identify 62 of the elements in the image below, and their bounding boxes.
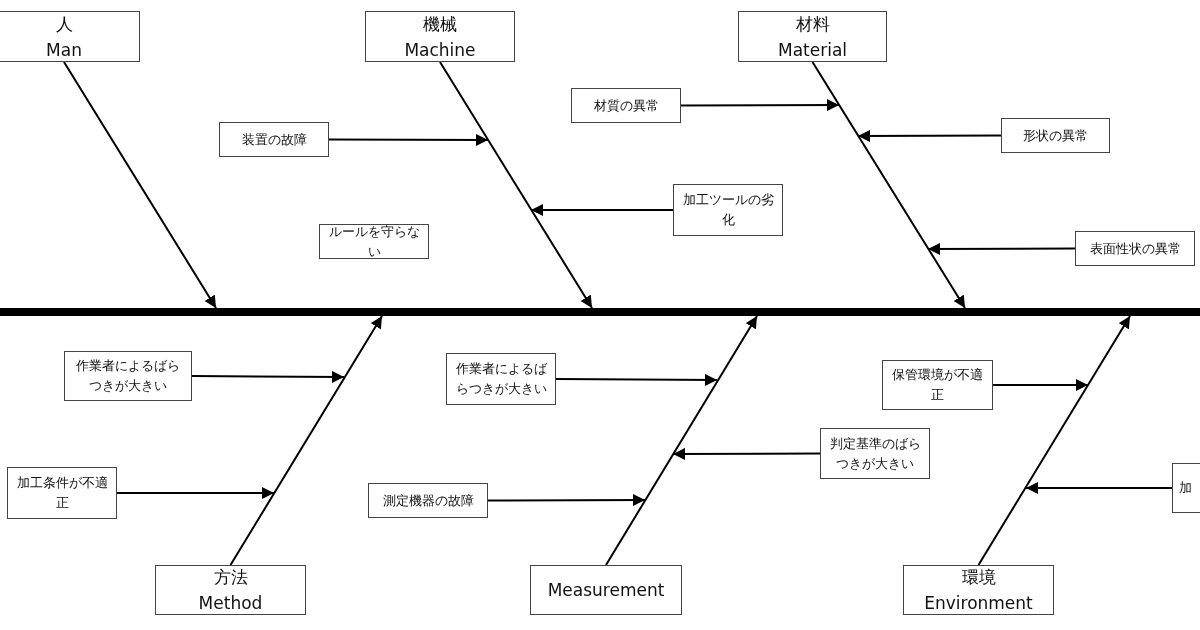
cause-text: 加工条件が不適正 (15, 474, 109, 512)
category-label: 材料 (795, 12, 830, 36)
category-box (738, 11, 887, 62)
cause-text: 保管環境が不適正 (891, 366, 984, 404)
cause-box (1075, 231, 1195, 266)
arrow (116, 487, 275, 499)
arrow (992, 379, 1089, 391)
category-label: Machine (404, 38, 476, 62)
arrow (530, 204, 674, 216)
arrow (857, 129, 1002, 142)
cause-box (64, 351, 192, 401)
bone-arrow (977, 315, 1131, 566)
category-box (155, 565, 306, 615)
category-label: Material (777, 38, 848, 62)
cause-box (368, 483, 488, 518)
arrow (680, 99, 840, 112)
cause-text: 作業者によるばらつきが大きい (75, 357, 181, 395)
cause-text: 加 (1178, 479, 1192, 497)
bone-arrow (439, 61, 593, 309)
cause-text: 表面性状の異常 (1088, 239, 1182, 258)
category-label: Man (46, 38, 82, 62)
cause-text: 形状の異常 (1022, 126, 1089, 145)
category-label: 環境 (961, 566, 996, 589)
arrow (927, 242, 1076, 255)
cause-box (673, 184, 783, 236)
cause-text: 装置の故障 (240, 130, 308, 149)
arrow (328, 133, 489, 146)
arrow (487, 494, 646, 507)
arrow (672, 447, 821, 460)
cause-box (1172, 463, 1200, 513)
bone-arrow (229, 315, 383, 566)
cause-box (820, 428, 930, 479)
cause-box (7, 467, 117, 519)
cause-text: 測定機器の故障 (381, 491, 475, 510)
category-box (903, 565, 1054, 615)
category-box (530, 565, 682, 615)
bone-arrow (811, 61, 966, 309)
cause-box (446, 353, 556, 405)
cause-box (219, 122, 329, 157)
category-label: 人 (55, 12, 73, 36)
cause-text: ルールを守らない (327, 222, 421, 261)
bone-arrow (605, 315, 758, 566)
spine-bar (0, 308, 1200, 316)
category-label: Environment (924, 592, 1033, 615)
arrow (191, 370, 345, 383)
cause-box (1001, 118, 1110, 153)
category-box (365, 11, 515, 62)
bone-arrow (63, 61, 217, 309)
category-label: Method (198, 592, 263, 615)
category-label: 方法 (213, 566, 248, 589)
cause-text: 作業者によるばらつきが大きい (454, 360, 548, 398)
cause-box (571, 88, 681, 123)
arrow (555, 373, 718, 386)
cause-text: 判定基準のばらつきが大きい (828, 434, 922, 473)
cause-text: 加工ツールの劣化 (681, 191, 775, 229)
category-box (0, 11, 140, 62)
category-label: Measurement (547, 579, 665, 602)
cause-text: 材質の異常 (592, 96, 660, 115)
cause-box (882, 360, 993, 410)
category-label: 機械 (423, 12, 457, 36)
cause-box (319, 224, 429, 259)
arrow (1025, 482, 1173, 494)
